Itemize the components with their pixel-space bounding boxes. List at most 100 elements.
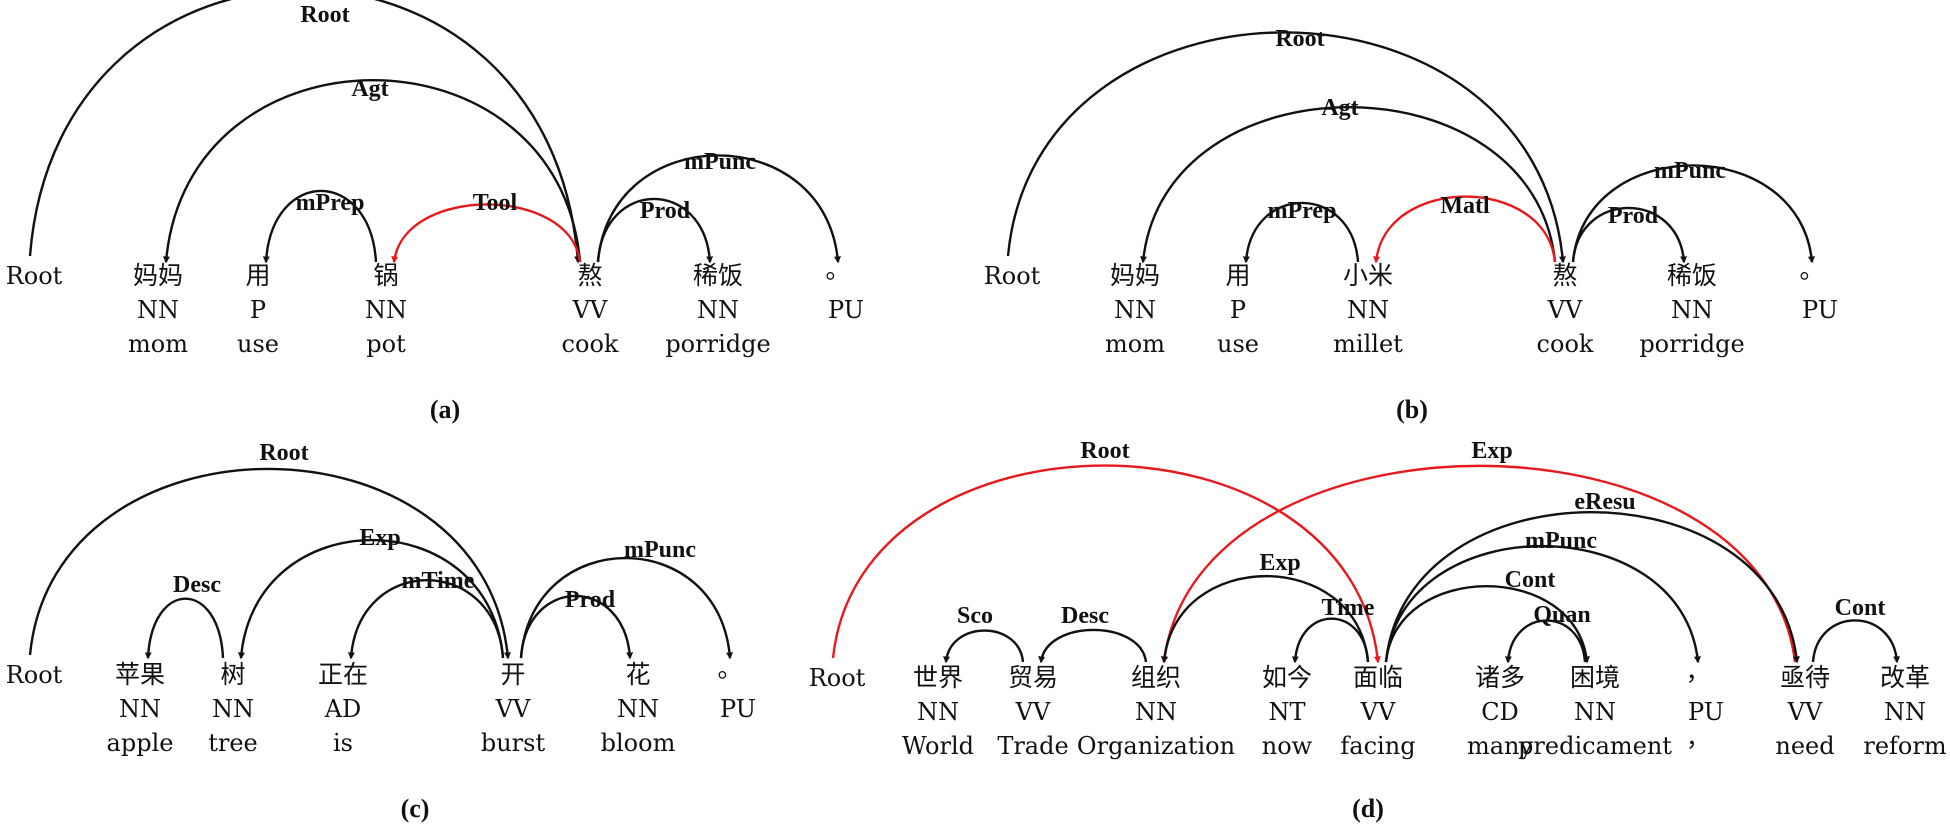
token-pos-tag: NN bbox=[1347, 296, 1389, 324]
token-chinese: 熬 bbox=[1552, 261, 1577, 290]
token-english: porridge bbox=[1639, 330, 1744, 358]
arc-relation-label: Root bbox=[1080, 438, 1129, 464]
token-pos-tag: NN bbox=[1671, 296, 1713, 324]
dependency-arc bbox=[1373, 195, 1557, 264]
token-chinese: 稀饭 bbox=[693, 261, 743, 290]
token-pos-tag: CD bbox=[1481, 698, 1519, 726]
token-english: use bbox=[1217, 330, 1259, 358]
panel-caption: (b) bbox=[1396, 395, 1428, 424]
token-chinese: 树 bbox=[220, 660, 245, 689]
dependency-arc bbox=[596, 154, 842, 264]
arc-relation-label: Cont bbox=[1505, 567, 1556, 593]
arc-relation-label: Agt bbox=[351, 76, 388, 102]
token-chinese: 正在 bbox=[318, 660, 368, 689]
arc-relation-label: mPrep bbox=[1268, 198, 1337, 224]
dependency-arc bbox=[1504, 619, 1587, 664]
token-pos-tag: VV bbox=[495, 695, 531, 723]
dependency-arc bbox=[1384, 545, 1701, 664]
dependency-arc bbox=[1006, 31, 1566, 264]
dependency-arc bbox=[1242, 201, 1360, 264]
token-chinese: 贸易 bbox=[1008, 663, 1058, 692]
arc-relation-label: Prod bbox=[1608, 203, 1659, 229]
arc-relation-label: Cont bbox=[1835, 595, 1886, 621]
token-chinese: 世界 bbox=[913, 663, 963, 692]
token-chinese: 组织 bbox=[1131, 663, 1181, 692]
token-pos-tag: PU bbox=[828, 296, 864, 324]
dependency-arc bbox=[831, 464, 1381, 664]
token-pos-tag: PU bbox=[1688, 698, 1724, 726]
token-chinese: 妈妈 bbox=[1110, 261, 1160, 290]
token-chinese: 困境 bbox=[1570, 663, 1620, 692]
token-english: predicament bbox=[1518, 732, 1672, 760]
dependency-arc bbox=[1140, 106, 1557, 264]
token-pos-tag: NN bbox=[917, 698, 959, 726]
arc-relation-label: Time bbox=[1322, 595, 1375, 621]
dependency-arc bbox=[1291, 617, 1370, 664]
token-english: tree bbox=[208, 729, 258, 757]
arc-relation-label: Matl bbox=[1440, 193, 1490, 219]
token-english: cook bbox=[562, 330, 619, 358]
arc-relation-label: Desc bbox=[1061, 603, 1109, 629]
dependency-arc bbox=[162, 78, 582, 264]
token-english: need bbox=[1775, 732, 1834, 760]
arc-relation-label: mPunc bbox=[684, 149, 756, 175]
root-node-text: Root bbox=[6, 262, 63, 290]
arc-relation-label: Sco bbox=[957, 603, 993, 629]
dependency-arc bbox=[262, 190, 378, 264]
dependency-arc bbox=[943, 629, 1025, 664]
token-english: Organization bbox=[1077, 732, 1235, 760]
panel-caption: (a) bbox=[430, 395, 460, 424]
arc-relation-label: Root bbox=[300, 2, 349, 28]
token-chinese: 妈妈 bbox=[133, 261, 183, 290]
arc-relation-label: Agt bbox=[1321, 95, 1358, 121]
dependency-arc bbox=[391, 203, 582, 264]
arc-relation-label: eResu bbox=[1574, 489, 1635, 515]
token-pos-tag: NT bbox=[1268, 698, 1305, 726]
token-pos-tag: VV bbox=[1360, 698, 1396, 726]
dependency-arc bbox=[28, 467, 511, 660]
arc-relation-label: Tool bbox=[473, 190, 518, 216]
token-english: millet bbox=[1333, 330, 1403, 358]
token-pos-tag: P bbox=[250, 296, 266, 324]
panel-caption: (c) bbox=[401, 794, 430, 823]
token-pos-tag: NN bbox=[1574, 698, 1616, 726]
token-pos-tag: PU bbox=[1802, 296, 1838, 324]
token-pos-tag: VV bbox=[1547, 296, 1583, 324]
token-english: reform bbox=[1863, 732, 1946, 760]
arc-relation-label: mPunc bbox=[1525, 528, 1597, 554]
dependency-arc bbox=[1161, 464, 1797, 664]
arc-relation-label: Desc bbox=[173, 572, 221, 598]
dependency-arc bbox=[1571, 206, 1688, 264]
token-pos-tag: NN bbox=[1135, 698, 1177, 726]
token-pos-tag: VV bbox=[572, 296, 608, 324]
dependency-arc bbox=[1571, 164, 1815, 264]
token-pos-tag: P bbox=[1230, 296, 1246, 324]
token-chinese: 开 bbox=[500, 660, 525, 689]
token-pos-tag: VV bbox=[1787, 698, 1823, 726]
root-node-text: Root bbox=[984, 262, 1041, 290]
token-chinese: 面临 bbox=[1353, 663, 1403, 692]
token-chinese: 。 bbox=[717, 654, 742, 683]
dependency-arc bbox=[28, 0, 582, 264]
token-english: now bbox=[1262, 732, 1313, 760]
token-pos-tag: NN bbox=[119, 695, 161, 723]
token-pos-tag: NN bbox=[617, 695, 659, 723]
token-english: mom bbox=[1105, 330, 1165, 358]
token-chinese: 花 bbox=[625, 660, 650, 689]
token-pos-tag: AD bbox=[324, 695, 362, 723]
token-pos-tag: NN bbox=[1884, 698, 1926, 726]
arc-relation-label: Quan bbox=[1533, 602, 1590, 628]
token-english: bloom bbox=[601, 729, 676, 757]
token-english: use bbox=[237, 330, 279, 358]
token-chinese: 如今 bbox=[1262, 663, 1312, 692]
arc-relation-label: mPrep bbox=[296, 190, 365, 216]
arc-relation-label: Prod bbox=[565, 587, 616, 613]
token-chinese: 苹果 bbox=[115, 660, 165, 689]
arc-relation-label: mPunc bbox=[1654, 158, 1726, 184]
token-english: many bbox=[1467, 732, 1534, 760]
panel-caption: (d) bbox=[1352, 794, 1384, 823]
dependency-arc bbox=[1038, 628, 1148, 664]
